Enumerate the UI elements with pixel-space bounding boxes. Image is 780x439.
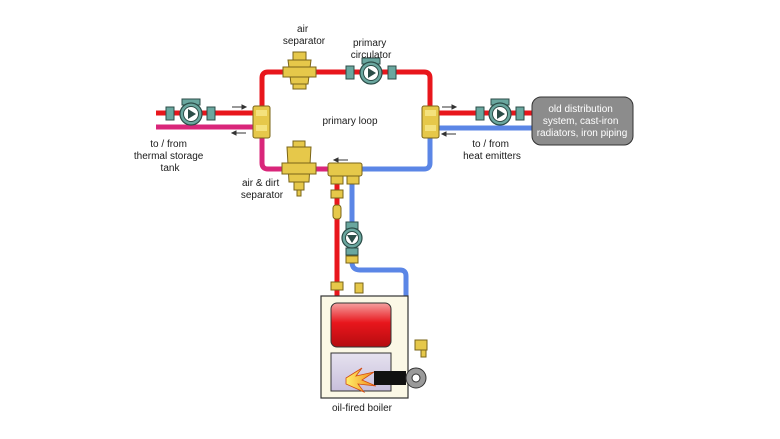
storage-circulator xyxy=(165,98,216,126)
air-dirt-separator xyxy=(281,140,317,197)
tee-left xyxy=(252,105,271,139)
label-air-dirt-separator: air & dirt separator xyxy=(241,178,284,201)
emitter-circulator xyxy=(475,98,525,126)
label-old-system: old distribution system, cast-iron radia… xyxy=(537,104,628,139)
primary-loop-return-left xyxy=(259,127,332,172)
boiler-circulator xyxy=(341,221,363,256)
boiler-return-pipe xyxy=(349,169,409,348)
burner-flame xyxy=(345,367,377,393)
label-thermal-storage: to / from thermal storage tank xyxy=(134,139,206,174)
old-system-box xyxy=(531,96,634,146)
flow-arrows xyxy=(230,104,458,163)
primary-loop-return-right xyxy=(354,127,433,172)
label-heat-emitters: to / from heat emitters xyxy=(463,139,521,162)
burner-tube xyxy=(374,371,406,385)
drain-valve xyxy=(414,339,428,358)
label-primary-loop: primary loop xyxy=(322,116,377,127)
oil-fired-boiler xyxy=(320,295,427,399)
air-separator xyxy=(282,51,317,90)
boiler-supply-valves xyxy=(330,189,364,294)
tee-right xyxy=(421,105,440,139)
primary-circulator xyxy=(345,57,397,85)
label-primary-circulator: primary circulator xyxy=(351,38,392,61)
tee-boiler xyxy=(327,162,363,185)
label-boiler: oil-fired boiler xyxy=(332,403,393,414)
label-air-separator: air separator xyxy=(283,24,326,47)
